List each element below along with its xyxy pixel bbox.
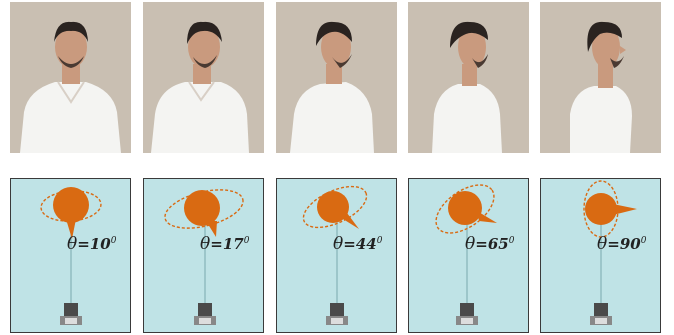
orientation-diagram-5: θ=900 bbox=[540, 178, 661, 333]
orientation-diagram-2: θ=170 bbox=[143, 178, 264, 333]
head-marker-icon bbox=[448, 191, 497, 225]
theta-label-1: θ=100 bbox=[67, 234, 117, 254]
orientation-diagram-3: θ=440 bbox=[276, 178, 397, 333]
camera-icon bbox=[194, 303, 216, 325]
person-photo-1 bbox=[10, 2, 131, 153]
person-photo-2 bbox=[143, 2, 264, 153]
camera-icon bbox=[60, 303, 82, 325]
person-profile-figure bbox=[570, 21, 632, 153]
person-photo-3 bbox=[276, 2, 397, 153]
theta-label-5: θ=900 bbox=[597, 234, 647, 254]
camera-icon bbox=[590, 303, 612, 325]
orientation-svg-2 bbox=[164, 189, 244, 325]
person-frontal-figure bbox=[20, 21, 121, 153]
orientation-svg-3 bbox=[302, 185, 368, 325]
person-slight-turn-figure bbox=[151, 21, 249, 153]
person-half-turn-figure bbox=[290, 21, 374, 153]
camera-icon bbox=[326, 303, 348, 325]
orientation-diagram-4: θ=650 bbox=[408, 178, 529, 333]
head-marker-icon bbox=[53, 187, 89, 239]
theta-label-3: θ=440 bbox=[333, 234, 383, 254]
camera-icon bbox=[456, 303, 478, 325]
orientation-svg-1 bbox=[40, 187, 102, 325]
orientation-svg-4 bbox=[435, 184, 497, 325]
person-photo-4 bbox=[408, 2, 529, 153]
person-three-quarter-figure bbox=[432, 21, 502, 153]
orientation-diagram-1: θ=100 bbox=[10, 178, 131, 333]
theta-label-4: θ=650 bbox=[465, 234, 515, 254]
head-marker-icon bbox=[585, 193, 637, 225]
person-photo-5 bbox=[540, 2, 661, 153]
orientation-svg-5 bbox=[583, 180, 637, 325]
head-marker-icon bbox=[317, 191, 359, 229]
head-marker-icon bbox=[184, 190, 220, 237]
theta-label-2: θ=170 bbox=[200, 234, 250, 254]
